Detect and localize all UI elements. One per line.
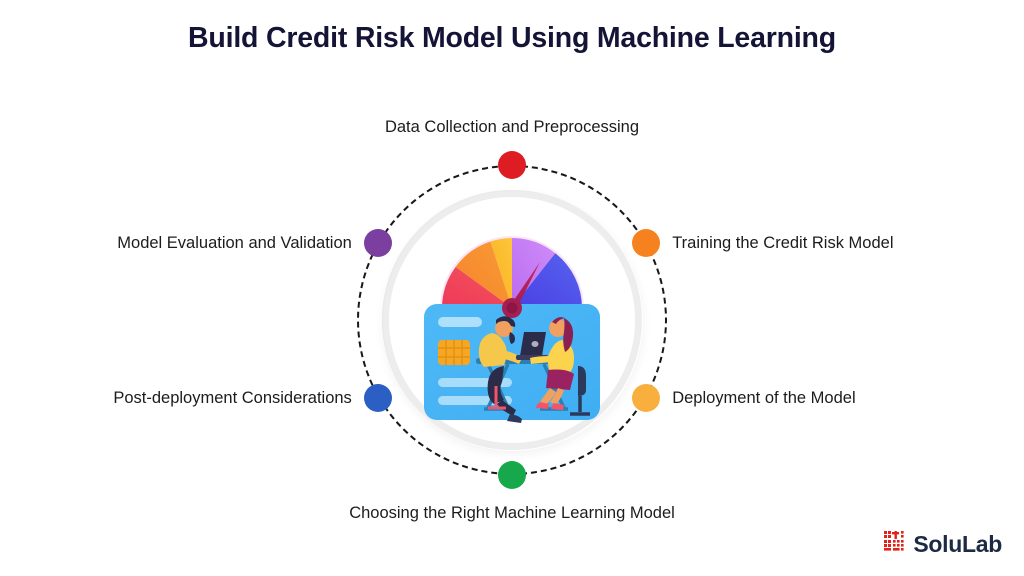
node-dot-blue[interactable] [363, 383, 392, 412]
node-dot-purple[interactable] [363, 228, 392, 257]
gauge [442, 238, 582, 308]
node-label-deployment: Deployment of the Model [672, 388, 856, 407]
node-dot-amber[interactable] [632, 383, 661, 412]
node-label-choosing-model: Choosing the Right Machine Learning Mode… [349, 504, 675, 522]
node-label-model-evaluation: Model Evaluation and Validation [117, 233, 352, 252]
person-right [530, 317, 590, 416]
people-at-desk [476, 316, 590, 423]
solulab-wordmark: SoluLab [913, 531, 1002, 557]
credit-score-gauge-with-people-illustration [392, 200, 632, 440]
node-label-post-deployment: Post-deployment Considerations [113, 388, 352, 407]
node-label-data-collection: Data Collection and Preprocessing [384, 117, 640, 136]
card-chip [438, 340, 470, 365]
node-dot-orange[interactable] [632, 228, 661, 257]
node-label-training: Training the Credit Risk Model [672, 233, 894, 252]
node-dot-green[interactable] [498, 461, 526, 489]
page-title: Build Credit Risk Model Using Machine Le… [188, 22, 836, 54]
solulab-logo: SoluLab [884, 531, 1002, 558]
node-dot-red[interactable] [498, 151, 526, 179]
gauge-needle [502, 262, 540, 318]
person-left [478, 316, 522, 423]
solulab-mark-icon [884, 531, 906, 558]
